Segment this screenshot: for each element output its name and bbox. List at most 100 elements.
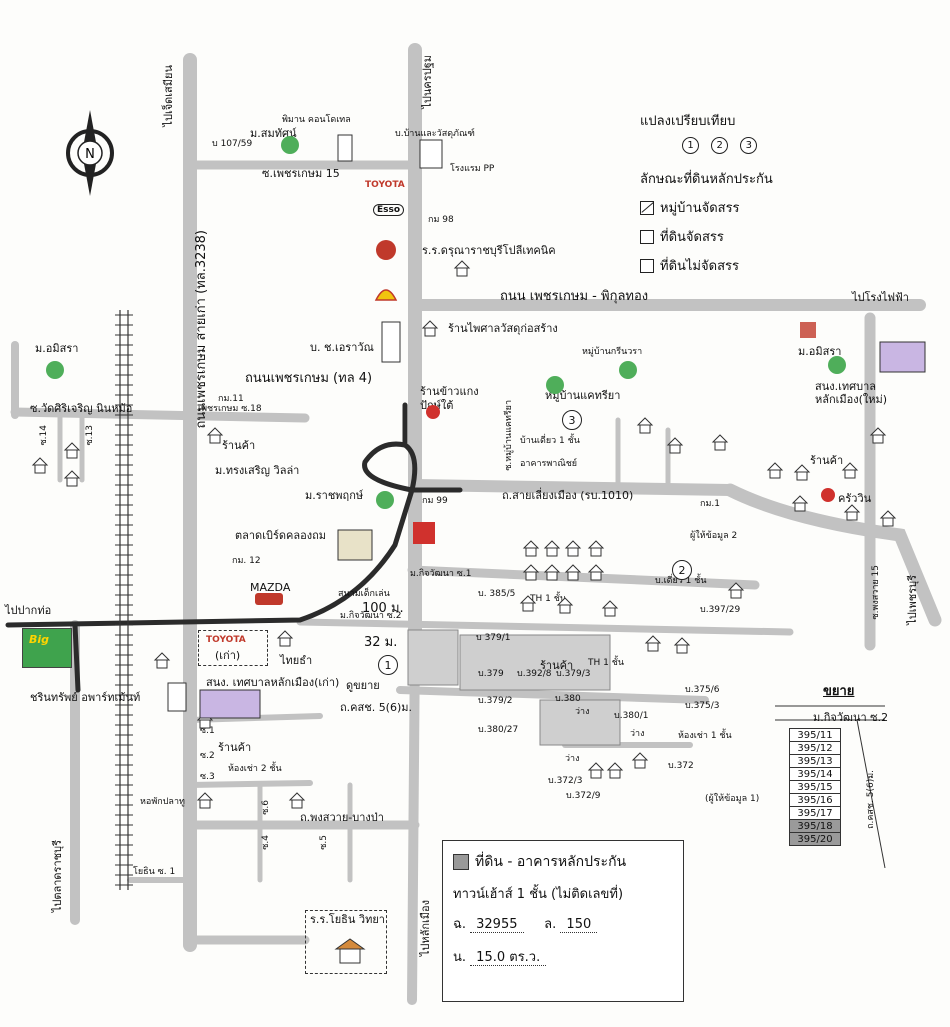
info-title-row: ที่ดิน - อาคารหลักประกัน: [453, 851, 626, 873]
road-moo-ban-kae: ซ.หมู่บ้านแคทรียา: [504, 400, 514, 471]
zoom-street: ม.กิจวัฒนา ซ.2: [813, 711, 889, 724]
place-kom-98: กม 98: [428, 215, 454, 225]
place-shop-left: ร้านค้า: [222, 439, 256, 452]
road-kijwattana-1: ม.กิจวัฒนา ซ.1: [410, 569, 472, 579]
info-area-row: น. 15.0 ตร.ว.: [453, 946, 547, 967]
legend-village-swatch: [640, 200, 654, 215]
place-bird-market: ตลาดเบิร์ดคลองถม: [235, 529, 326, 542]
legend-unallocated-swatch: [640, 258, 654, 273]
road-soi-15: ซ.พงสวาย 15: [871, 565, 881, 620]
collateral-info-box: ที่ดิน - อาคารหลักประกัน ทาวน์เฮ้าส์ 1 ช…: [442, 840, 684, 1002]
plot-380-1: บ.380/1: [614, 711, 649, 721]
compare-2: 2: [711, 137, 729, 154]
zoom-plot: 395/16: [789, 793, 841, 807]
legend-unallocated-label: ที่ดินไม่จัดสรร: [660, 259, 739, 274]
brand-esso: Esso: [373, 204, 405, 216]
plot-372: บ.372: [668, 761, 694, 771]
road-soi-6: ซ.6: [261, 800, 271, 815]
info-title: ที่ดิน - อาคารหลักประกัน: [475, 854, 627, 870]
compass-north-label: N: [85, 147, 95, 162]
place-pp-hotel: โรงแรม PP: [450, 164, 495, 174]
big-c-logo: Big: [22, 628, 72, 668]
land-no-value: 150: [560, 917, 598, 933]
road-to-pak-tho: ไปปากท่อ: [5, 604, 52, 617]
brand-toyota: TOYOTA: [365, 180, 405, 190]
plot-385-5: บ. 385/5: [478, 589, 516, 599]
legend: แปลงเปรียบเทียบ 1 2 3 ลักษณะที่ดินหลักปร…: [640, 110, 840, 276]
zoom-plot: 395/17: [789, 806, 841, 820]
zoom-side-street: ถ.คสช. 5(6)ม.: [866, 770, 876, 829]
road-to-nakhon-pathom: ไปนครปฐม: [421, 55, 434, 109]
road-to-phetchaburi: ไปเพชรบุรี: [906, 575, 919, 625]
land-no-label: ล.: [544, 917, 557, 932]
place-house-single: บ.เดี่ยว 1 ชั้น: [655, 576, 707, 586]
info-building: ทาวน์เฮ้าส์ 1 ชั้น (ไม่ติดเลขที่): [453, 887, 624, 902]
legend-compare: แปลงเปรียบเทียบ 1 2 3: [640, 110, 840, 154]
road-soi-4: ซ.4: [261, 835, 271, 850]
road-phongsawai-bangpa: ถ.พงสวาย-บางป่า: [300, 811, 384, 824]
old-toyota-box: [198, 630, 268, 666]
collateral-swatch: [453, 854, 469, 870]
plot-379: บ.379: [478, 669, 504, 679]
road-bypass-1010: ถ.สายเลี่ยงเมือง (รบ.1010): [502, 489, 634, 502]
legend-village-label: หมู่บ้านจัดสรร: [660, 201, 740, 216]
place-piman-condo: พิมาน คอนโดเทล: [282, 115, 351, 125]
zoom-plot: 395/13: [789, 754, 841, 768]
compare-3: 3: [740, 137, 758, 154]
plot-380-27: บ.380/27: [478, 725, 519, 735]
place-kindergarten: สนามเด็กเล่น: [338, 589, 390, 599]
road-wat-sirijaroen: ซ.วัดศิริเจริญ นินหม้อ: [30, 402, 133, 415]
road-phetkasem-15: ซ.เพชรเกษม 15: [262, 167, 340, 180]
road-soi-3: ซ.3: [200, 772, 215, 782]
road-phetkasem-pikulthong: ถนน เพชรเกษม - พิกุลทอง: [500, 289, 649, 304]
road-to-jed-sadien: ไปเจ็ดเสมียน: [162, 65, 175, 127]
place-shop-2: ร้านค้า: [218, 741, 252, 754]
place-crunwin: ครัววิน: [838, 492, 872, 505]
zoom-roads: [775, 705, 886, 868]
place-kom-99: กม 99: [422, 496, 448, 506]
place-m-somthat: ม.สมทัศน์: [250, 127, 297, 140]
plot-375-3: บ.375/3: [685, 701, 720, 711]
railway: [115, 310, 133, 890]
zoom-title: ขยาย: [823, 684, 855, 699]
place-municipal-new: สนง.เทศบาลหลักเมือง(ใหม่): [815, 380, 888, 407]
compass-icon: N: [66, 110, 114, 196]
place-toyota-old: (เก่า): [215, 649, 241, 662]
place-mazda: MAZDA: [250, 581, 291, 594]
place-kom-1: กม.1: [700, 499, 720, 509]
road-kijwattana-2: ม.กิจวัฒนา ซ.2: [340, 611, 402, 621]
place-kae-village: หมู่บ้านแคทรียา: [545, 389, 621, 402]
road-soi-14: ซ.14: [39, 425, 49, 446]
plot-379-3: บ.379/3: [556, 669, 591, 679]
plot-380: บ.380: [555, 694, 581, 704]
road-old-phetkasem: ถนนเพชรเกษม สายเก่า (ทล.3238): [194, 230, 209, 429]
place-vacant-c: ว่าง: [565, 754, 580, 764]
place-vacant-b: ว่าง: [630, 729, 645, 739]
place-school: ร.ร.โยธิน วิทยา: [310, 913, 385, 926]
road-soi-1: ซ.1: [200, 726, 215, 736]
plot-379-1: บ 379/1: [476, 633, 511, 643]
deed-label: ฉ.: [453, 917, 466, 932]
place-commercial: อาคารพาณิชย์: [520, 459, 578, 469]
road-khosot-5: ถ.คสช. 5(6)ม.: [340, 701, 413, 714]
school-box: ร.ร.โยธิน วิทยา: [305, 910, 387, 974]
place-dukai: ดูขยาย: [346, 679, 380, 692]
place-rice-shop: ร้านข้าวแกง ปักษ์ใต้: [420, 385, 479, 413]
place-house-1-floor: บ้านเดี่ยว 1 ชั้น: [520, 436, 580, 446]
place-b-ch-erawan: บ. ช.เอราวัณ: [310, 341, 374, 354]
legend-type-title: ลักษณะที่ดินหลักประกัน: [640, 172, 773, 187]
zoom-plot: 395/12: [789, 741, 841, 755]
place-phaisan-store: ร้านไพศาลวัสดุก่อสร้าง: [448, 322, 558, 335]
area-value: 15.0 ตร.ว.: [470, 950, 547, 966]
road-to-ratchaburi-market: ไปตลาดราชบุรี: [51, 840, 64, 913]
place-polytech: ร.ร.ดรุณาราชบุรีโปลีเทคนิค: [422, 244, 556, 257]
place-house-supply: บ.บ้านและวัสดุภัณฑ์: [395, 129, 475, 139]
compare-1: 1: [682, 137, 699, 154]
road-soi-13: ซ.13: [85, 425, 95, 446]
plot-392-8: บ.392/8: [517, 669, 552, 679]
compare-marker-1: 1: [378, 655, 398, 675]
place-informant-1: (ผู้ให้ข้อมูล 1): [705, 794, 760, 804]
plot-397-29: บ.397/29: [700, 605, 741, 615]
